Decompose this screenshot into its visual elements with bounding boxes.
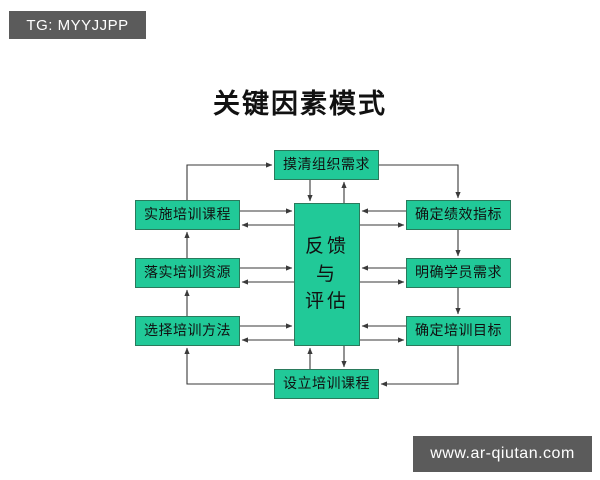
page-title: 关键因素模式 xyxy=(213,89,387,120)
connector-ring-top-to-right-1 xyxy=(379,164,461,199)
website-watermark-badge: www.ar-qiutan.com xyxy=(413,436,592,472)
node-label: 落实培训资源 xyxy=(144,264,231,281)
node-left-secure-training-resources[interactable]: 落实培训资源 xyxy=(135,258,240,288)
node-label: 明确学员需求 xyxy=(415,264,502,281)
connector-left-1-to-center xyxy=(240,208,294,228)
connector-right-1-to-center xyxy=(360,208,406,228)
node-label: 设立培训课程 xyxy=(283,375,370,392)
node-label: 确定培训目标 xyxy=(415,322,502,339)
node-bottom-establish-training-course[interactable]: 设立培训课程 xyxy=(274,369,379,399)
telegram-watermark-text: TG: MYYJJPP xyxy=(26,16,129,34)
node-top-identify-org-needs[interactable]: 摸清组织需求 xyxy=(274,150,379,180)
connector-left-3-to-center xyxy=(240,323,294,343)
connector-top-to-center xyxy=(307,180,347,203)
node-label: 实施培训课程 xyxy=(144,206,231,223)
connector-right-2-to-center xyxy=(360,265,406,285)
node-center-line-3: 评估 xyxy=(304,290,349,313)
node-label: 确定绩效指标 xyxy=(415,206,502,223)
node-left-implement-training-course[interactable]: 实施培训课程 xyxy=(135,200,240,230)
connector-ring-left-1-to-top xyxy=(186,162,273,200)
connector-ring-right-3-to-bottom xyxy=(380,346,459,387)
node-center-feedback-and-evaluation[interactable]: 反馈 与 评估 xyxy=(294,203,360,346)
node-center-line-1: 反馈 xyxy=(304,235,349,258)
connector-ring-bottom-to-left-3 xyxy=(184,347,274,385)
website-watermark-text: www.ar-qiutan.com xyxy=(430,445,575,462)
node-right-define-performance-metrics[interactable]: 确定绩效指标 xyxy=(406,200,511,230)
node-label: 选择培训方法 xyxy=(144,322,231,339)
telegram-watermark-badge: TG: MYYJJPP xyxy=(9,11,146,39)
connector-bottom-to-center xyxy=(307,346,347,369)
node-center-line-2: 与 xyxy=(315,262,338,285)
node-label: 摸清组织需求 xyxy=(283,156,370,173)
connector-left-2-to-center xyxy=(240,265,294,285)
node-left-select-training-method[interactable]: 选择培训方法 xyxy=(135,316,240,346)
node-right-define-training-goals[interactable]: 确定培训目标 xyxy=(406,316,511,346)
node-right-clarify-trainee-needs[interactable]: 明确学员需求 xyxy=(406,258,511,288)
connector-right-3-to-center xyxy=(360,323,406,343)
